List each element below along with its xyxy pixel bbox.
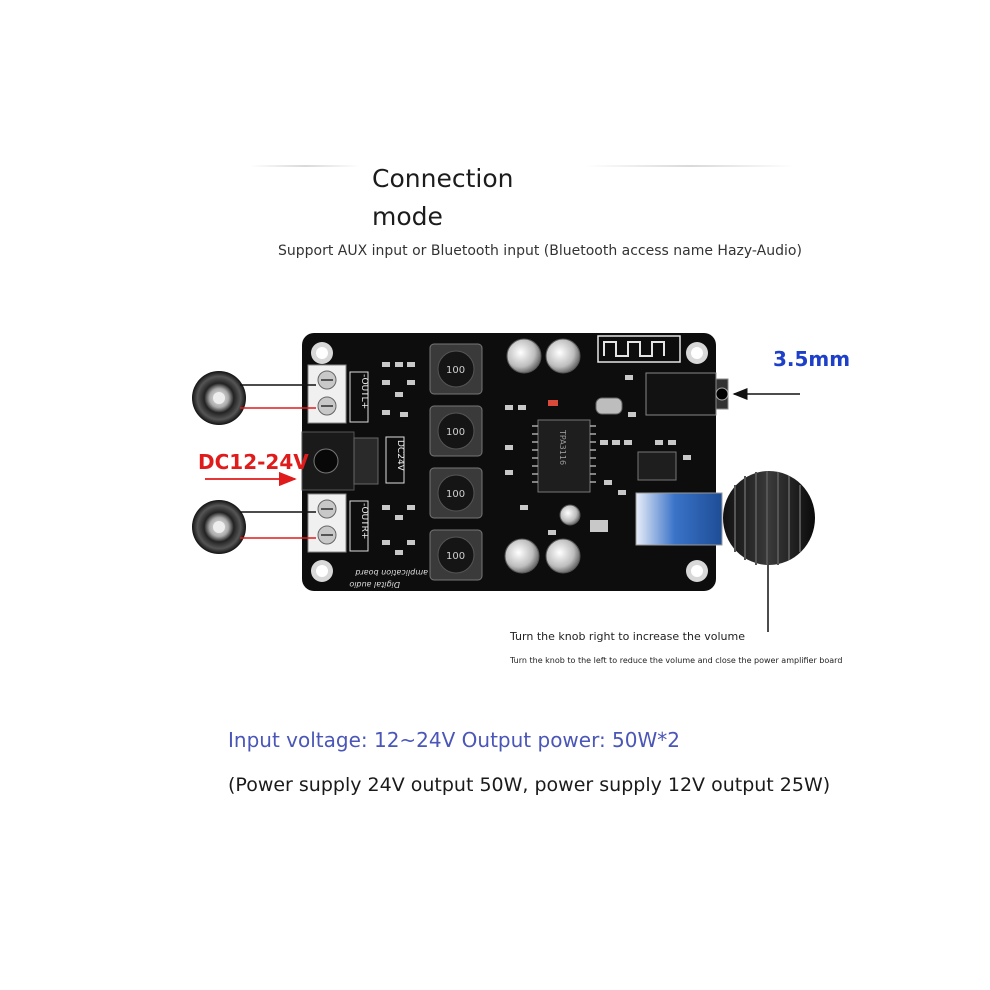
- page-title: Connection mode: [372, 160, 542, 236]
- dc-power-jack: [301, 431, 379, 491]
- smd-components: [382, 362, 691, 555]
- audio-jack-3-5mm: [645, 372, 729, 416]
- page-subtitle: Support AUX input or Bluetooth input (Bl…: [278, 243, 802, 259]
- inductor-mark-3: 100: [446, 489, 465, 500]
- knob-right-note: Turn the knob right to increase the volu…: [510, 630, 745, 643]
- inductor-mark-4: 100: [446, 551, 465, 562]
- power-callout: DC12-24V: [198, 450, 309, 474]
- chip-mark: TPA3116: [558, 429, 567, 465]
- speaker-wires: [240, 384, 316, 539]
- inductor-mark-2: 100: [446, 427, 465, 438]
- volume-knob: [723, 471, 815, 565]
- jack-callout: 3.5mm: [773, 347, 851, 371]
- header-divider-right: [585, 165, 795, 167]
- silk-line1: Digital audio: [349, 580, 400, 589]
- header-divider-left: [250, 165, 360, 167]
- capacitor: [504, 338, 581, 574]
- bluetooth-chip: [637, 451, 677, 481]
- crystal: [595, 397, 623, 415]
- mount-hole: [311, 342, 708, 582]
- out-left-label: -OUTL+: [359, 374, 369, 409]
- inductor: [429, 343, 483, 581]
- terminal-block-left: [307, 364, 347, 424]
- amplifier-chip: [532, 419, 596, 493]
- spec-line-2: (Power supply 24V output 50W, power supp…: [228, 774, 831, 796]
- silk-line2: amplication board: [354, 568, 428, 577]
- dc-label: DC24V: [395, 440, 405, 472]
- pcb-board: -OUTL+ -OUTR+ DC24V 100 100 100 100: [301, 333, 716, 591]
- inductor-mark-1: 100: [446, 365, 465, 376]
- knob-left-note: Turn the knob to the left to reduce the …: [510, 656, 843, 665]
- spec-line-1: Input voltage: 12~24V Output power: 50W*…: [228, 728, 681, 752]
- page-title-line2: mode: [372, 202, 443, 231]
- volume-potentiometer: [635, 492, 723, 546]
- out-right-label: -OUTR+: [359, 503, 369, 539]
- speaker-icon: [192, 371, 246, 554]
- bluetooth-antenna: [597, 335, 681, 363]
- terminal-block-right: [307, 493, 347, 553]
- page-title-line1: Connection: [372, 164, 514, 193]
